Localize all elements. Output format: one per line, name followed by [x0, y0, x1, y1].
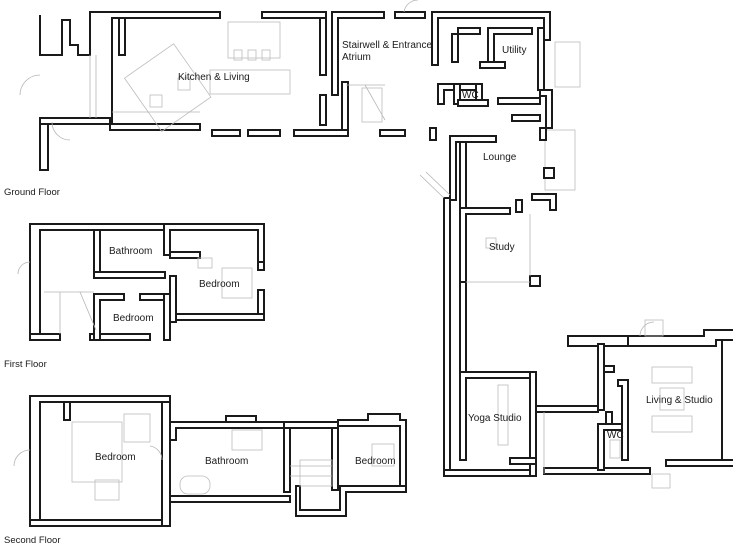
first-floor-plan	[17, 223, 265, 341]
utility-label: Utility	[502, 45, 526, 56]
second-floor-plan	[13, 395, 407, 527]
yoga-studio-label: Yoga Studio	[468, 413, 522, 424]
living-studio-label: Living & Studio	[646, 395, 713, 406]
east-wing-plan	[419, 114, 733, 489]
wc-ground-label: WC	[462, 90, 479, 101]
second-floor-label: Second Floor	[4, 535, 61, 546]
bedroom-second-left-label: Bedroom	[95, 452, 136, 463]
kitchen-living-label: Kitchen & Living	[178, 72, 250, 83]
wc-annex-label: WC	[607, 430, 624, 441]
stairwell-label-line1: Stairwell & Entrance	[342, 40, 432, 51]
first-floor-label: First Floor	[4, 359, 47, 370]
lounge-label: Lounge	[483, 152, 517, 163]
bedroom-first-small-label: Bedroom	[113, 313, 154, 324]
ground-floor-plan	[19, 0, 581, 191]
bedroom-second-right-label: Bedroom	[355, 456, 396, 467]
stairwell-label-line2: Atrium	[342, 52, 371, 63]
ground-floor-label: Ground Floor	[4, 187, 60, 198]
study-label: Study	[489, 242, 515, 253]
bathroom-first-label: Bathroom	[109, 246, 152, 257]
bedroom-first-large-label: Bedroom	[199, 279, 240, 290]
bathroom-second-label: Bathroom	[205, 456, 248, 467]
